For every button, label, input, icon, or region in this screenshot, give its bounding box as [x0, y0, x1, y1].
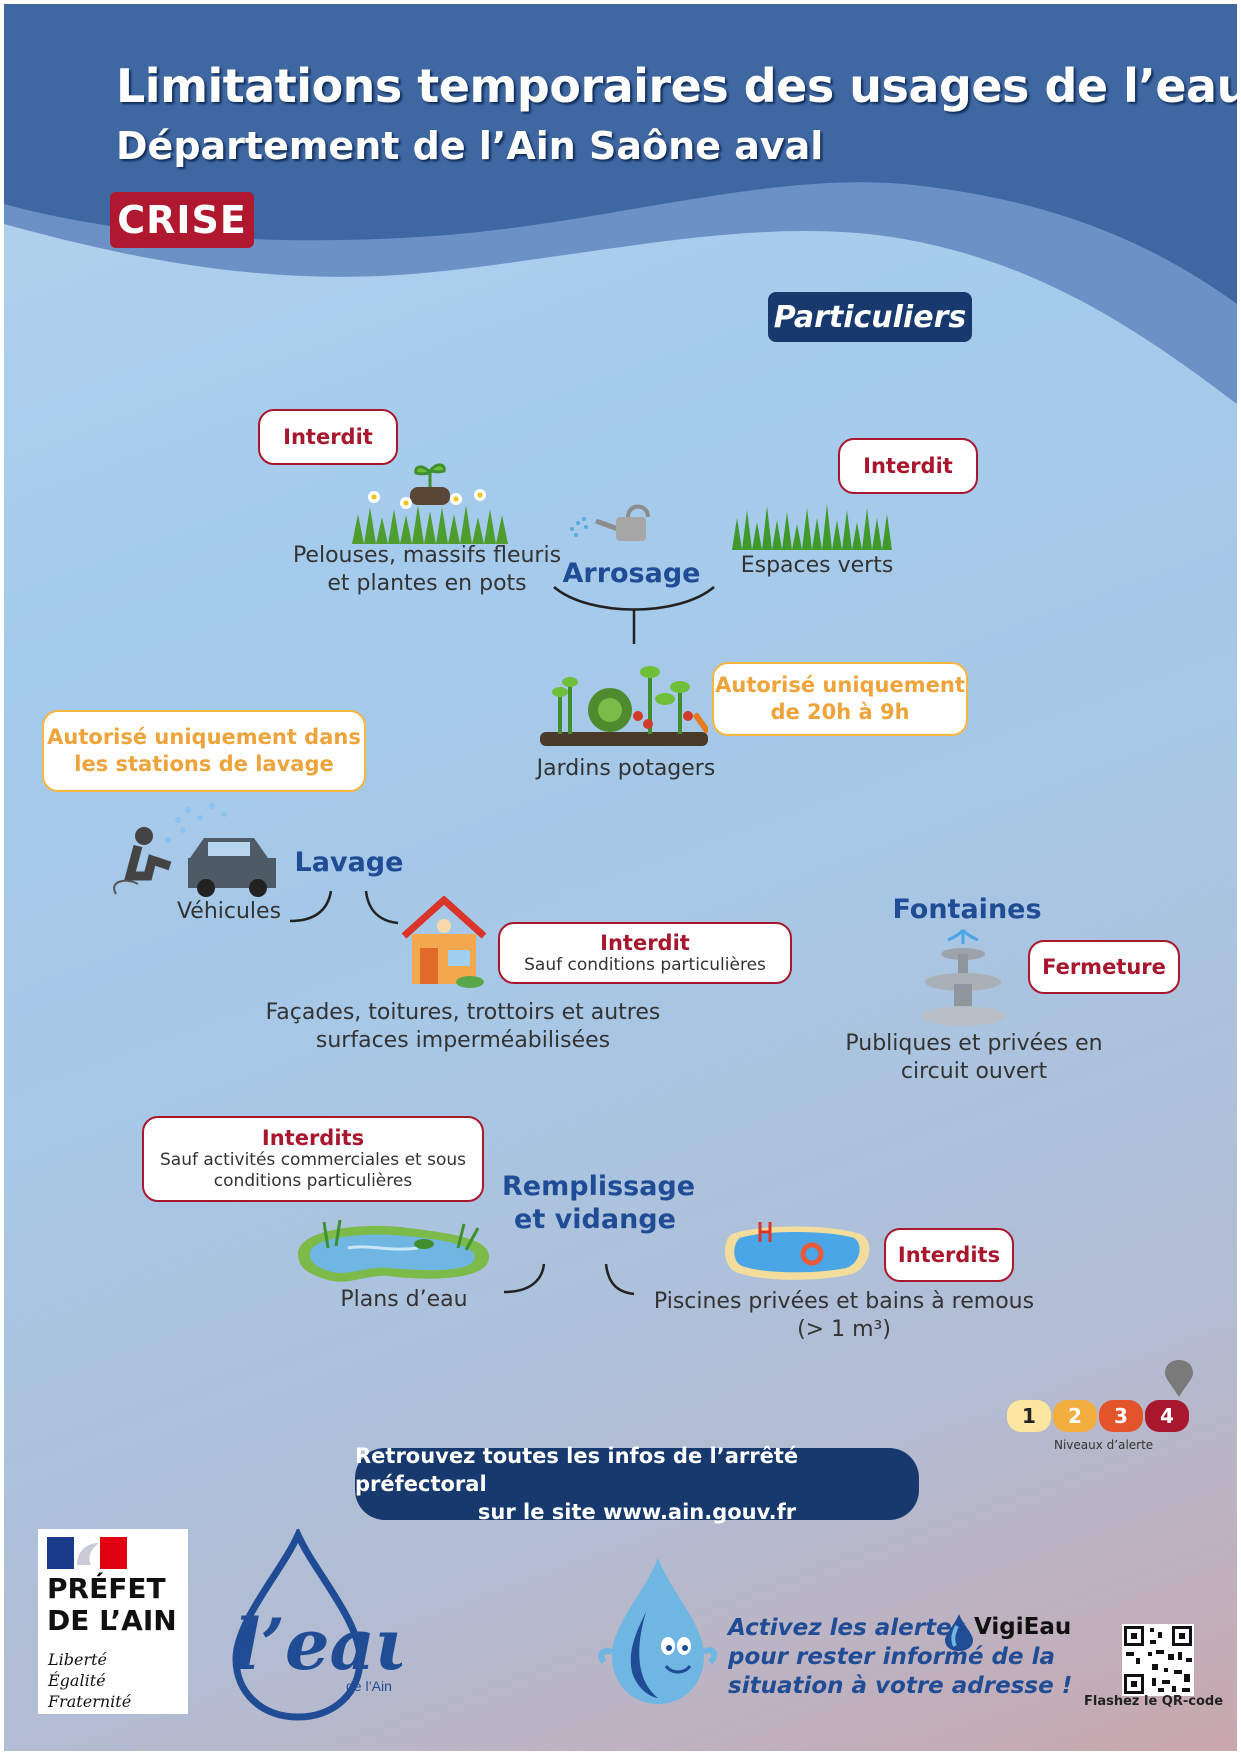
marianne-flag-icon [47, 1537, 127, 1569]
eau-logo-sub: de l’Ain [346, 1678, 392, 1694]
espaces-verts-status-badge: Interdit [838, 438, 978, 494]
arrosage-title: Arrosage [562, 558, 701, 589]
water-drop-mascot-icon [598, 1558, 718, 1704]
alert-level-1: 1 [1007, 1400, 1051, 1432]
eau-ain-logo: l’eau de l’Ain [232, 1529, 402, 1721]
vigieau-drop-icon [945, 1614, 973, 1651]
lavage-connectors [289, 890, 399, 925]
pond-icon [298, 1219, 490, 1282]
alert-level-3: 3 [1099, 1400, 1143, 1432]
plans-eau-status-badge: Interdits Sauf activités commerciales et… [142, 1116, 484, 1202]
fontaines-title: Fontaines [892, 894, 1042, 925]
plans-eau-label: Plans d’eau [340, 1287, 468, 1312]
fontaines-status-badge: Fermeture [1028, 940, 1180, 994]
page-title: Limitations temporaires des usages de l’… [116, 59, 1237, 113]
info-banner: Retrouvez toutes les infos de l’arrêté p… [355, 1444, 919, 1524]
poster: Limitations temporaires des usages de l’… [4, 4, 1237, 1751]
fountain-icon [921, 928, 1005, 1026]
alert-level-4: 4 [1145, 1400, 1189, 1432]
audience-tag: Particuliers [768, 292, 972, 342]
alert-level-2: 2 [1053, 1400, 1097, 1432]
vigieau-brand: VigiEau [974, 1614, 1072, 1640]
crisis-level-badge: CRISE [110, 192, 254, 248]
car-wash-icon [113, 803, 276, 897]
piscines-label: Piscines privées et bains à remous(> 1 m… [653, 1289, 1035, 1342]
prefet-line1: PRÉFET [47, 1572, 166, 1605]
eau-logo-text: l’eau [234, 1603, 402, 1686]
watering-can-icon [570, 504, 650, 541]
alert-level-scale: 1 2 3 4 [1007, 1400, 1191, 1432]
pelouses-status-badge: Interdit [258, 409, 398, 465]
prefet-line2: DE L’AIN [47, 1604, 177, 1637]
remplissage-connectors [503, 1263, 635, 1296]
qr-label: Flashez le QR-code [1084, 1694, 1224, 1709]
qr-code[interactable] [1122, 1624, 1194, 1696]
map-pin-icon [1165, 1360, 1193, 1397]
grass-icon [732, 504, 892, 550]
info-line2: sur le site www.ain.gouv.fr [477, 1500, 797, 1524]
arrosage-bracket [553, 586, 715, 644]
page-subtitle: Département de l’Ain Saône aval [116, 124, 824, 168]
pool-icon [724, 1222, 870, 1280]
lavage-title: Lavage [294, 847, 404, 878]
house-icon [401, 896, 487, 988]
vegetable-garden-icon [540, 666, 708, 746]
jardins-label: Jardins potagers [536, 756, 716, 781]
espaces-verts-label: Espaces verts [740, 553, 894, 578]
header-wave [4, 4, 1237, 404]
alert-levels-label: Niveaux d’alerte [1054, 1438, 1154, 1452]
flowers-grass-icon [352, 463, 508, 544]
info-line1: Retrouvez toutes les infos de l’arrêté p… [355, 1444, 799, 1496]
vehicules-label: Véhicules [176, 899, 282, 924]
piscines-status-badge: Interdits [884, 1228, 1014, 1282]
